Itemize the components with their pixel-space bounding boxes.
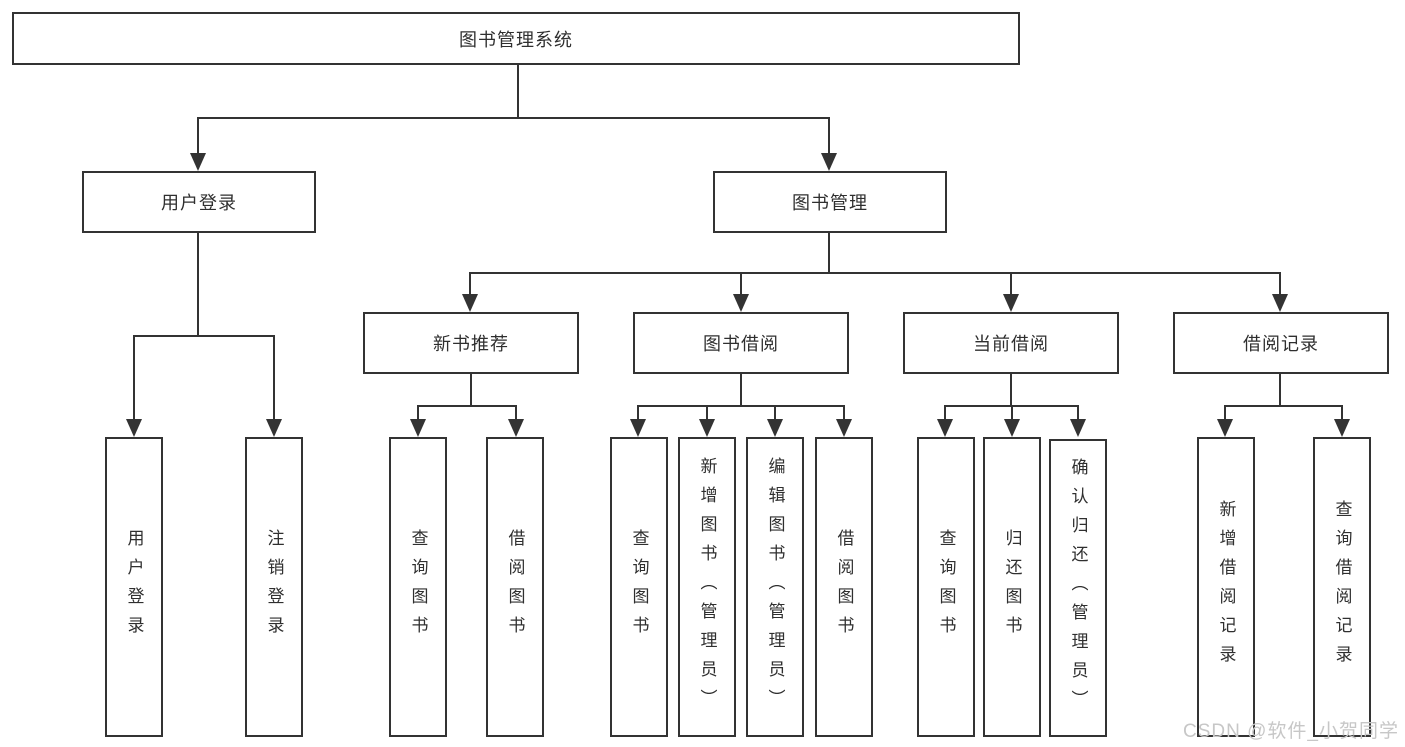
connector-book-mgmt-stem bbox=[828, 233, 830, 272]
leaf-cb-return-books: 归还图书 bbox=[983, 437, 1041, 737]
connector-borrow-record-stem bbox=[1279, 374, 1281, 405]
node-user-login-label: 用户登录 bbox=[161, 193, 237, 213]
arrow-down-icon bbox=[1004, 419, 1020, 437]
node-book-borrow: 图书借阅 bbox=[633, 312, 849, 374]
leaf-bb-query-books-label: 查询图书 bbox=[629, 529, 649, 645]
connector-drop-current-borrow bbox=[1010, 272, 1012, 294]
leaf-user-login-label: 用户登录 bbox=[124, 529, 144, 645]
connector-drop-book-mgmt bbox=[828, 117, 830, 155]
node-user-login: 用户登录 bbox=[82, 171, 316, 233]
connector-user-login-stem bbox=[197, 233, 199, 335]
connector-book-borrow-stem bbox=[740, 374, 742, 405]
arrow-down-icon bbox=[1003, 294, 1019, 312]
leaf-rec-query-books-label: 查询图书 bbox=[408, 529, 428, 645]
node-book-borrow-label: 图书借阅 bbox=[703, 334, 779, 354]
connector-drop bbox=[843, 405, 845, 419]
connector-book-mgmt-bar bbox=[469, 272, 1281, 274]
node-borrow-record-label: 借阅记录 bbox=[1243, 334, 1319, 354]
leaf-bb-borrow-books: 借阅图书 bbox=[815, 437, 873, 737]
connector-drop bbox=[1077, 405, 1079, 419]
arrow-down-icon bbox=[767, 419, 783, 437]
leaf-cb-return-books-label: 归还图书 bbox=[1002, 529, 1022, 645]
node-new-book-rec-label: 新书推荐 bbox=[433, 334, 509, 354]
connector-drop-user-login-leaf bbox=[133, 335, 135, 419]
connector-drop-user-login bbox=[197, 117, 199, 155]
arrow-down-icon bbox=[126, 419, 142, 437]
leaf-br-query-record-label: 查询借阅记录 bbox=[1332, 500, 1352, 674]
leaf-br-add-record: 新增借阅记录 bbox=[1197, 437, 1255, 737]
leaf-logout: 注销登录 bbox=[245, 437, 303, 737]
leaf-br-query-record: 查询借阅记录 bbox=[1313, 437, 1371, 737]
connector-drop-book-borrow bbox=[740, 272, 742, 294]
arrow-down-icon bbox=[937, 419, 953, 437]
connector-drop bbox=[774, 405, 776, 419]
node-root: 图书管理系统 bbox=[12, 12, 1020, 65]
arrow-down-icon bbox=[410, 419, 426, 437]
connector-drop bbox=[637, 405, 639, 419]
node-current-borrow: 当前借阅 bbox=[903, 312, 1119, 374]
leaf-bb-borrow-books-label: 借阅图书 bbox=[834, 529, 854, 645]
arrow-down-icon bbox=[630, 419, 646, 437]
connector-current-borrow-stem bbox=[1010, 374, 1012, 405]
leaf-br-add-record-label: 新增借阅记录 bbox=[1216, 500, 1236, 674]
leaf-bb-add-books: 新增图书（管理员） bbox=[678, 437, 736, 737]
leaf-cb-query-books-label: 查询图书 bbox=[936, 529, 956, 645]
leaf-bb-query-books: 查询图书 bbox=[610, 437, 668, 737]
leaf-rec-borrow-books: 借阅图书 bbox=[486, 437, 544, 737]
leaf-rec-borrow-books-label: 借阅图书 bbox=[505, 529, 525, 645]
connector-root-bar bbox=[197, 117, 830, 119]
connector-new-book-rec-bar bbox=[417, 405, 517, 407]
leaf-bb-edit-books-label: 编辑图书（管理员） bbox=[765, 456, 785, 718]
connector-drop-logout bbox=[273, 335, 275, 419]
arrow-down-icon bbox=[1217, 419, 1233, 437]
connector-new-book-rec-stem bbox=[470, 374, 472, 405]
connector-drop bbox=[706, 405, 708, 419]
arrow-down-icon bbox=[1334, 419, 1350, 437]
node-root-label: 图书管理系统 bbox=[459, 29, 573, 50]
node-borrow-record: 借阅记录 bbox=[1173, 312, 1389, 374]
connector-drop bbox=[515, 405, 517, 419]
connector-drop bbox=[944, 405, 946, 419]
node-book-mgmt-label: 图书管理 bbox=[792, 193, 868, 213]
connector-drop bbox=[417, 405, 419, 419]
arrow-down-icon bbox=[836, 419, 852, 437]
connector-drop-borrow-record bbox=[1279, 272, 1281, 294]
connector-user-login-bar bbox=[133, 335, 275, 337]
leaf-cb-confirm-return: 确认归还（管理员） bbox=[1049, 439, 1107, 737]
connector-root-stem bbox=[517, 65, 519, 117]
csdn-watermark: CSDN @软件_小贺同学 bbox=[1183, 721, 1399, 742]
arrow-down-icon bbox=[1070, 419, 1086, 437]
leaf-cb-query-books: 查询图书 bbox=[917, 437, 975, 737]
leaf-user-login: 用户登录 bbox=[105, 437, 163, 737]
node-new-book-rec: 新书推荐 bbox=[363, 312, 579, 374]
leaf-cb-confirm-return-label: 确认归还（管理员） bbox=[1068, 457, 1088, 719]
connector-book-borrow-bar bbox=[637, 405, 845, 407]
arrow-down-icon bbox=[699, 419, 715, 437]
connector-drop-new-book-rec bbox=[469, 272, 471, 294]
connector-drop bbox=[1224, 405, 1226, 419]
leaf-bb-edit-books: 编辑图书（管理员） bbox=[746, 437, 804, 737]
arrow-down-icon bbox=[733, 294, 749, 312]
node-current-borrow-label: 当前借阅 bbox=[973, 334, 1049, 354]
arrow-down-icon bbox=[462, 294, 478, 312]
connector-borrow-record-bar bbox=[1224, 405, 1342, 407]
connector-drop bbox=[1011, 405, 1013, 419]
arrow-down-icon bbox=[190, 153, 206, 171]
arrow-down-icon bbox=[266, 419, 282, 437]
leaf-logout-label: 注销登录 bbox=[264, 529, 284, 645]
leaf-bb-add-books-label: 新增图书（管理员） bbox=[697, 456, 717, 718]
leaf-rec-query-books: 查询图书 bbox=[389, 437, 447, 737]
connector-drop bbox=[1341, 405, 1343, 419]
arrow-down-icon bbox=[821, 153, 837, 171]
arrow-down-icon bbox=[1272, 294, 1288, 312]
node-book-mgmt: 图书管理 bbox=[713, 171, 947, 233]
arrow-down-icon bbox=[508, 419, 524, 437]
